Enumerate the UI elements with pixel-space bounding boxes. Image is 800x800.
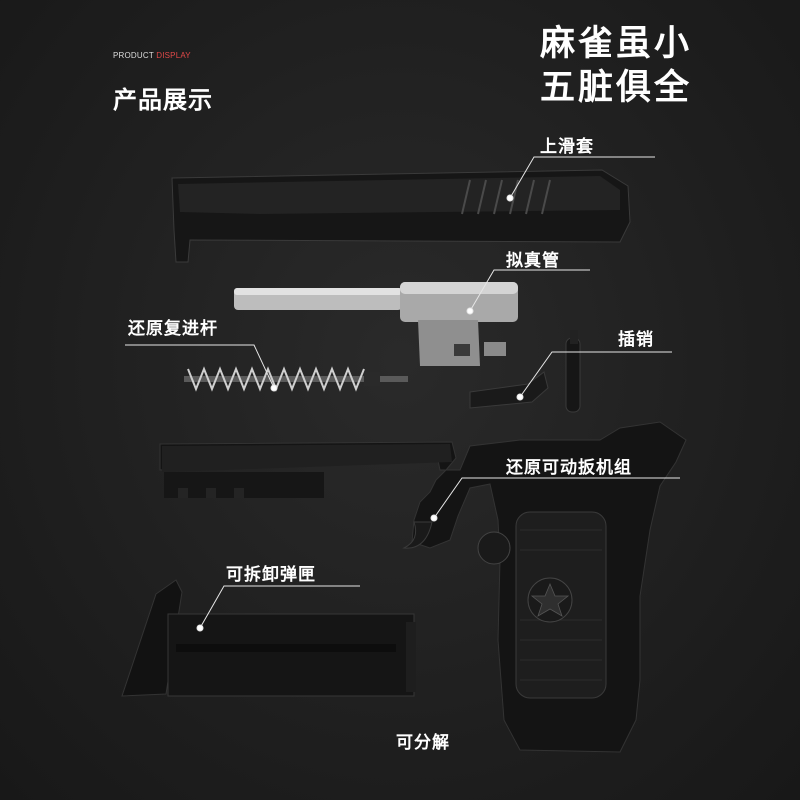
recoil-spring-rod <box>184 366 408 392</box>
magazine <box>121 579 416 697</box>
product-display-kicker: PRODUCT DISPLAY <box>113 51 191 60</box>
label-upper-slide: 上滑套 <box>540 137 594 157</box>
label-magazine: 可拆卸弹匣 <box>226 565 316 585</box>
label-pin: 插销 <box>618 330 654 350</box>
headline-line-1: 麻雀虽小 <box>539 24 692 64</box>
callout-lines <box>125 156 680 632</box>
label-barrel: 拟真管 <box>506 251 560 271</box>
kicker-accent: DISPLAY <box>156 51 191 60</box>
takedown-pin <box>469 330 581 413</box>
headline-line-2: 五脏俱全 <box>539 68 692 108</box>
label-recoil-spring: 还原复进杆 <box>128 319 218 339</box>
barrel <box>234 282 518 366</box>
label-disassemblable: 可分解 <box>396 733 450 753</box>
headline: 麻雀虽小 五脏俱全 <box>540 22 692 110</box>
label-trigger-group: 还原可动扳机组 <box>506 458 632 478</box>
upper-slide <box>171 169 631 263</box>
section-title: 产品展示 <box>113 86 213 114</box>
frame-and-grip <box>159 421 687 753</box>
kicker-prefix: PRODUCT <box>113 51 157 60</box>
